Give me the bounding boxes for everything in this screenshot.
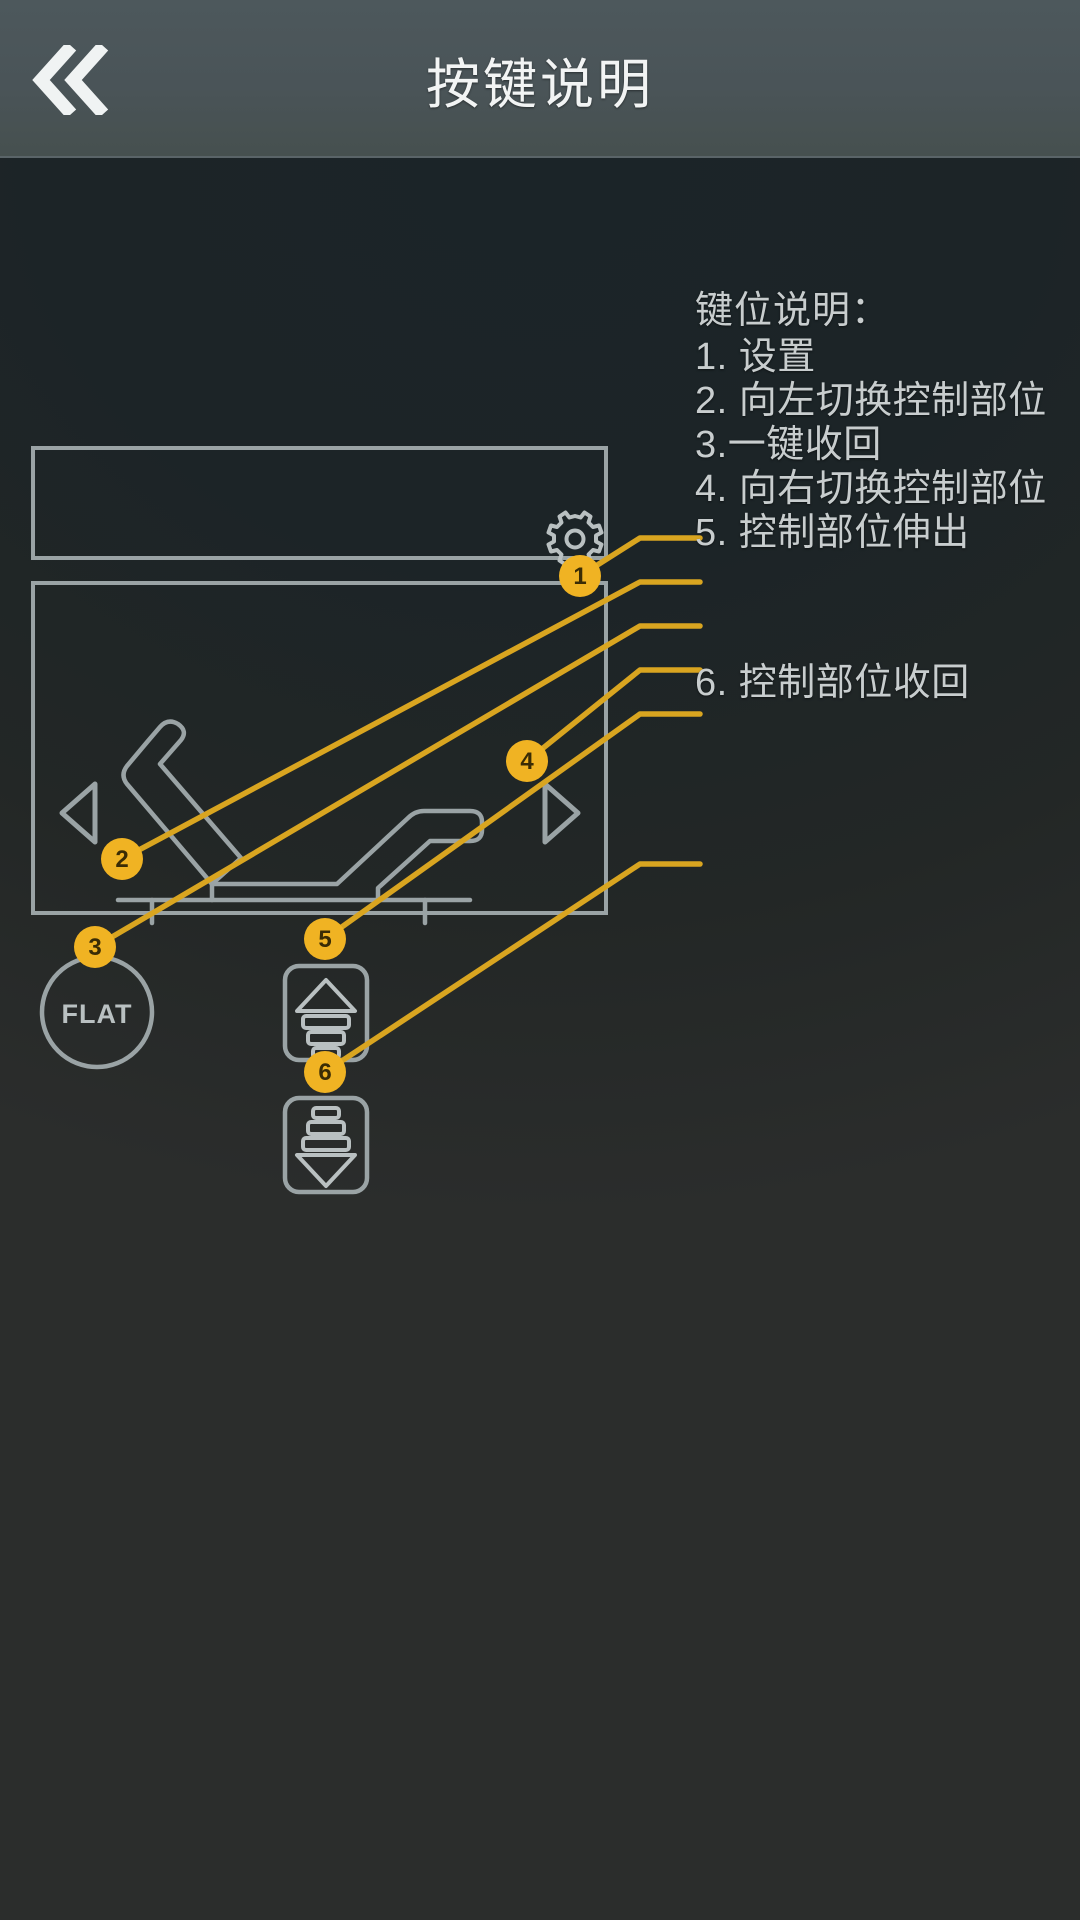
content-area: FLAT 1 2 3 4 5 6 键位说明： 1. 设置 2. 向左切换控制部位…: [0, 158, 1080, 1920]
marker-5: [304, 918, 346, 960]
retract-down-button[interactable]: [282, 1095, 370, 1195]
triangle-left-icon[interactable]: [59, 781, 98, 845]
back-button[interactable]: [10, 22, 130, 137]
leader-line-1: [577, 535, 703, 579]
leader-line-2: [119, 579, 703, 862]
double-chevron-left-icon: [27, 44, 113, 115]
legend-item-3: 3.一键收回: [695, 424, 882, 466]
page-title: 按键说明: [426, 54, 654, 115]
legend-item-4: 4. 向右切换控制部位: [695, 468, 1047, 510]
legend-item-6: 6. 控制部位收回: [695, 662, 970, 704]
marker-label-6: 6: [318, 1059, 332, 1086]
leader-line-4: [524, 667, 703, 764]
marker-label-5: 5: [318, 926, 332, 953]
remote-display-panel: [31, 446, 608, 560]
legend-item-2: 2. 向左切换控制部位: [695, 380, 1047, 422]
triangle-right-icon[interactable]: [542, 781, 581, 845]
legend-item-1: 1. 设置: [695, 336, 816, 378]
remote-main-panel: [31, 581, 608, 915]
marker-4: [506, 740, 548, 782]
callout-markers: [74, 555, 601, 1093]
legend-item-5: 5. 控制部位伸出: [695, 512, 970, 554]
app-header: 按键说明: [0, 0, 1080, 158]
retract-down-icon: [295, 1106, 357, 1188]
extend-up-icon: [295, 978, 357, 1060]
extend-up-button[interactable]: [282, 963, 370, 1063]
leader-line-3: [92, 623, 703, 950]
marker-label-3: 3: [88, 934, 102, 961]
marker-label-1: 1: [573, 563, 587, 590]
marker-3: [74, 926, 116, 968]
flat-button-label: FLAT: [61, 999, 133, 1029]
leader-lines: [92, 535, 703, 1075]
marker-label-4: 4: [520, 748, 534, 775]
marker-1: [559, 555, 601, 597]
leader-line-6: [322, 861, 703, 1075]
marker-6: [304, 1051, 346, 1093]
legend-title: 键位说明：: [695, 290, 891, 332]
remote-diagram-svg: [31, 446, 703, 1195]
diagram-stage: FLAT 1 2 3 4 5 6 键位说明： 1. 设置 2. 向左切换控制部位…: [0, 158, 1080, 1920]
legend-block: 键位说明： 1. 设置 2. 向左切换控制部位 3.一键收回 4. 向右切换控制…: [695, 290, 1075, 702]
leader-line-5: [322, 711, 703, 942]
marker-label-2: 2: [115, 846, 129, 873]
marker-2: [101, 838, 143, 880]
